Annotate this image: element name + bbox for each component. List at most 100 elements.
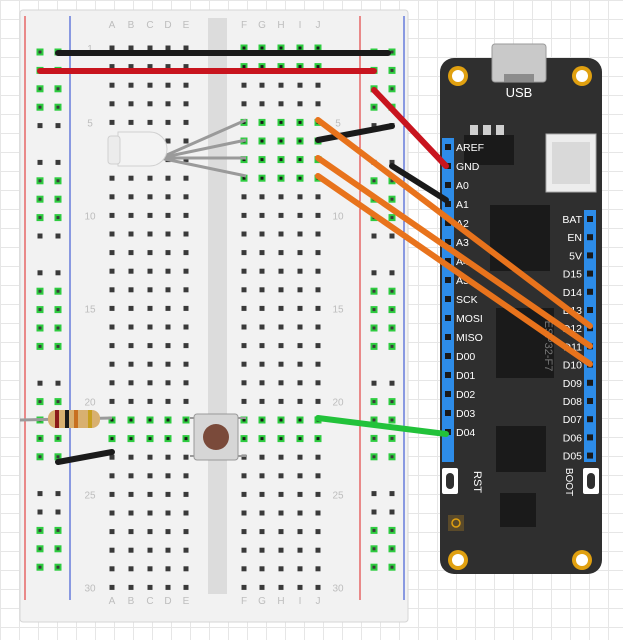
breadboard-hole [240, 435, 248, 443]
pin-label-right: D15 [563, 269, 582, 281]
breadboard-hole [241, 473, 247, 479]
breadboard-hole [297, 287, 303, 293]
breadboard-hole [296, 118, 304, 126]
pin-pad [587, 434, 593, 441]
breadboard-hole [165, 380, 171, 386]
breadboard-hole [182, 435, 190, 443]
breadboard-hole [241, 212, 247, 218]
rail-hole [37, 123, 43, 129]
breadboard-hole [241, 529, 247, 535]
breadboard-hole [258, 174, 266, 182]
rail-hole [36, 545, 44, 553]
row-label: 10 [84, 211, 96, 222]
breadboard-hole [183, 45, 189, 51]
breadboard-hole [128, 287, 134, 293]
breadboard-hole [278, 361, 284, 367]
rgb-led [107, 118, 247, 178]
breadboard-hole [315, 212, 321, 218]
breadboard-hole [147, 82, 153, 88]
breadboard-hole [183, 584, 189, 590]
breadboard-hole [147, 101, 153, 107]
breadboard-hole [128, 45, 134, 51]
rail-hole [36, 306, 44, 314]
rst-button[interactable] [442, 468, 458, 494]
breadboard-hole [259, 212, 265, 218]
breadboard-hole [297, 380, 303, 386]
wire-black-rail [315, 123, 395, 143]
breadboard-hole [183, 194, 189, 200]
breadboard-hole [240, 44, 248, 52]
breadboard-hole [183, 157, 189, 163]
breadboard-hole [315, 361, 321, 367]
breadboard-hole [128, 268, 134, 274]
breadboard-hole [147, 287, 153, 293]
breadboard-hole [147, 250, 153, 256]
breadboard-hole [165, 138, 171, 144]
breadboard-hole [128, 305, 134, 311]
breadboard-hole [278, 287, 284, 293]
breadboard-hole [128, 529, 134, 535]
breadboard-hole [127, 416, 135, 424]
breadboard-hole [241, 324, 247, 330]
breadboard-hole [315, 231, 321, 237]
breadboard-hole [296, 44, 304, 52]
breadboard-hole [128, 491, 134, 497]
tiny-chip [500, 493, 536, 527]
breadboard-hole [278, 547, 284, 553]
column-label: E [183, 20, 190, 31]
pin-label-right: D08 [563, 396, 582, 408]
breadboard-hole [315, 566, 321, 572]
breadboard-hole [165, 343, 171, 349]
breadboard-hole [109, 82, 115, 88]
pin-pad [587, 379, 593, 386]
column-label: B [128, 20, 135, 31]
breadboard-hole [109, 212, 115, 218]
mcu-board: USB ESP32-F7 AREFGNDA0A1A2A3A4A5SCKMOSIM… [440, 43, 602, 574]
breadboard-hole [128, 361, 134, 367]
breadboard-hole [147, 324, 153, 330]
pin-pad [587, 452, 593, 459]
breadboard-hole [165, 82, 171, 88]
pin-pad [587, 398, 593, 404]
breadboard-hole [147, 566, 153, 572]
breadboard-hole [259, 510, 265, 516]
breadboard-hole [277, 44, 285, 52]
wire-red-aref [371, 87, 449, 169]
breadboard-hole [259, 194, 265, 200]
breadboard-hole [183, 287, 189, 293]
boot-button[interactable] [583, 468, 599, 494]
breadboard-hole [183, 175, 189, 181]
pin-label-right: D09 [563, 378, 582, 390]
pin-pad [445, 201, 451, 207]
breadboard-hole [278, 305, 284, 311]
breadboard-hole [128, 380, 134, 386]
breadboard-hole [241, 268, 247, 274]
breadboard-hole [165, 305, 171, 311]
rail-hole [36, 85, 44, 93]
push-button[interactable] [190, 413, 246, 461]
breadboard-hole [165, 398, 171, 404]
pin-pad [445, 315, 451, 321]
row-label: 30 [332, 583, 344, 594]
rail-hole [37, 159, 43, 165]
breadboard-hole [165, 584, 171, 590]
breadboard-hole [183, 473, 189, 479]
breadboard-hole [165, 268, 171, 274]
breadboard-hole [297, 510, 303, 516]
rail-hole [388, 453, 396, 461]
pin-pad [445, 353, 451, 359]
breadboard-hole [297, 584, 303, 590]
row-label: 25 [332, 490, 344, 501]
breadboard-hole [109, 361, 115, 367]
rail-hole [370, 287, 378, 295]
breadboard-hole [241, 361, 247, 367]
column-label: J [316, 596, 321, 607]
breadboard-hole [165, 175, 171, 181]
breadboard-hole [147, 547, 153, 553]
rail-hole [54, 103, 62, 111]
pin-pad [445, 239, 451, 245]
breadboard-hole [296, 156, 304, 164]
breadboard-hole [241, 101, 247, 107]
breadboard-hole [147, 454, 153, 460]
rail-hole [54, 85, 62, 93]
